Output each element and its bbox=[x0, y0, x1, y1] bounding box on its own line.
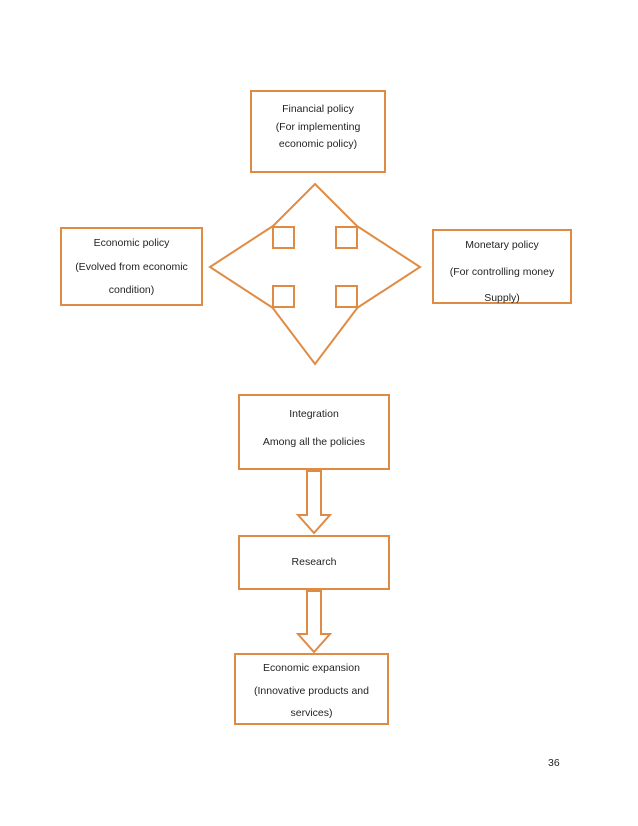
node-economic-policy: Economic policy (Evolved from economic c… bbox=[60, 227, 203, 306]
node-line: Monetary policy bbox=[465, 239, 539, 251]
node-economic-expansion: Economic expansion (Innovative products … bbox=[234, 653, 389, 725]
node-line: Among all the policies bbox=[262, 435, 366, 448]
down-arrow-integration-to-research-icon bbox=[295, 470, 333, 535]
four-way-arrow-outline-icon bbox=[208, 182, 422, 366]
node-integration: Integration Among all the policies bbox=[238, 394, 390, 470]
node-line: (For implementing bbox=[275, 120, 361, 133]
node-line: Financial policy bbox=[282, 103, 354, 115]
page-number: 36 bbox=[548, 757, 560, 769]
node-line: condition) bbox=[108, 284, 155, 296]
node-line: (For controlling money bbox=[449, 265, 555, 278]
node-research: Research bbox=[238, 535, 390, 590]
node-financial-policy: Financial policy (For implementing econo… bbox=[250, 90, 386, 173]
node-line: services) bbox=[290, 707, 333, 719]
node-line: Research bbox=[291, 556, 337, 569]
node-line: Supply) bbox=[484, 292, 520, 304]
node-line: Economic policy bbox=[93, 237, 170, 249]
down-arrow-research-to-expansion-icon bbox=[295, 590, 333, 654]
node-line: economic policy) bbox=[278, 138, 358, 150]
node-monetary-policy: Monetary policy (For controlling money S… bbox=[432, 229, 572, 304]
node-line: (Evolved from economic bbox=[75, 260, 188, 273]
node-line: (Innovative products and bbox=[254, 684, 369, 697]
node-line: Integration bbox=[289, 408, 339, 420]
node-line: Economic expansion bbox=[263, 662, 360, 674]
